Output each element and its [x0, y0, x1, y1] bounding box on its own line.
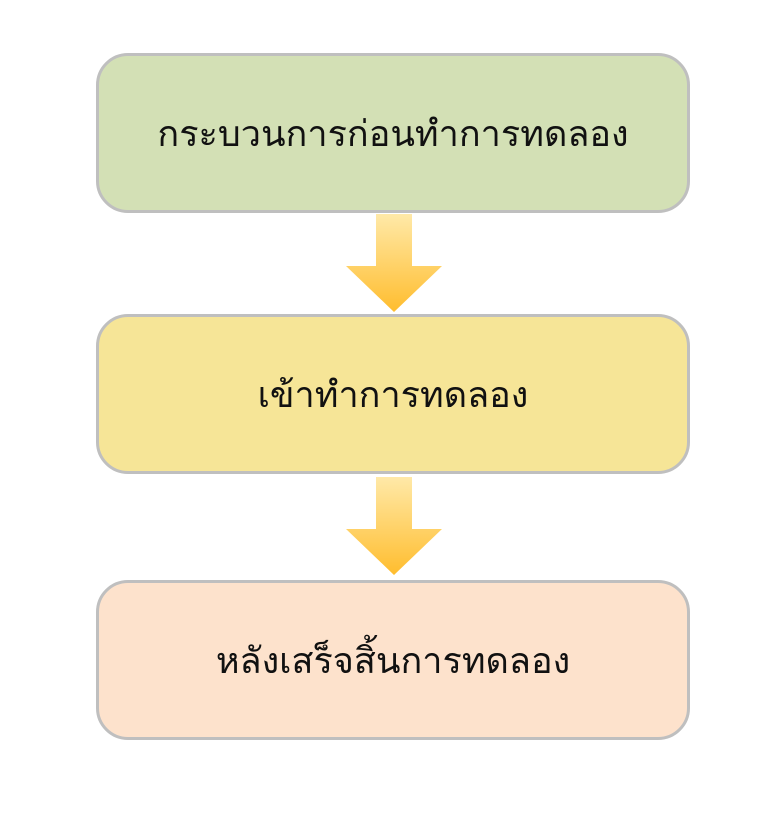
step-label-after-experiment: หลังเสร็จสิ้นการทดลอง [215, 640, 571, 682]
down-arrow-icon [346, 214, 442, 312]
down-arrow-icon [346, 477, 442, 575]
step-box-before-experiment: กระบวนการก่อนทำการทดลอง [96, 53, 690, 213]
step-label-before-experiment: กระบวนการก่อนทำการทดลอง [157, 113, 629, 155]
step-box-during-experiment: เข้าทำการทดลอง [96, 314, 690, 474]
step-box-after-experiment: หลังเสร็จสิ้นการทดลอง [96, 580, 690, 740]
step-label-during-experiment: เข้าทำการทดลอง [257, 374, 529, 416]
